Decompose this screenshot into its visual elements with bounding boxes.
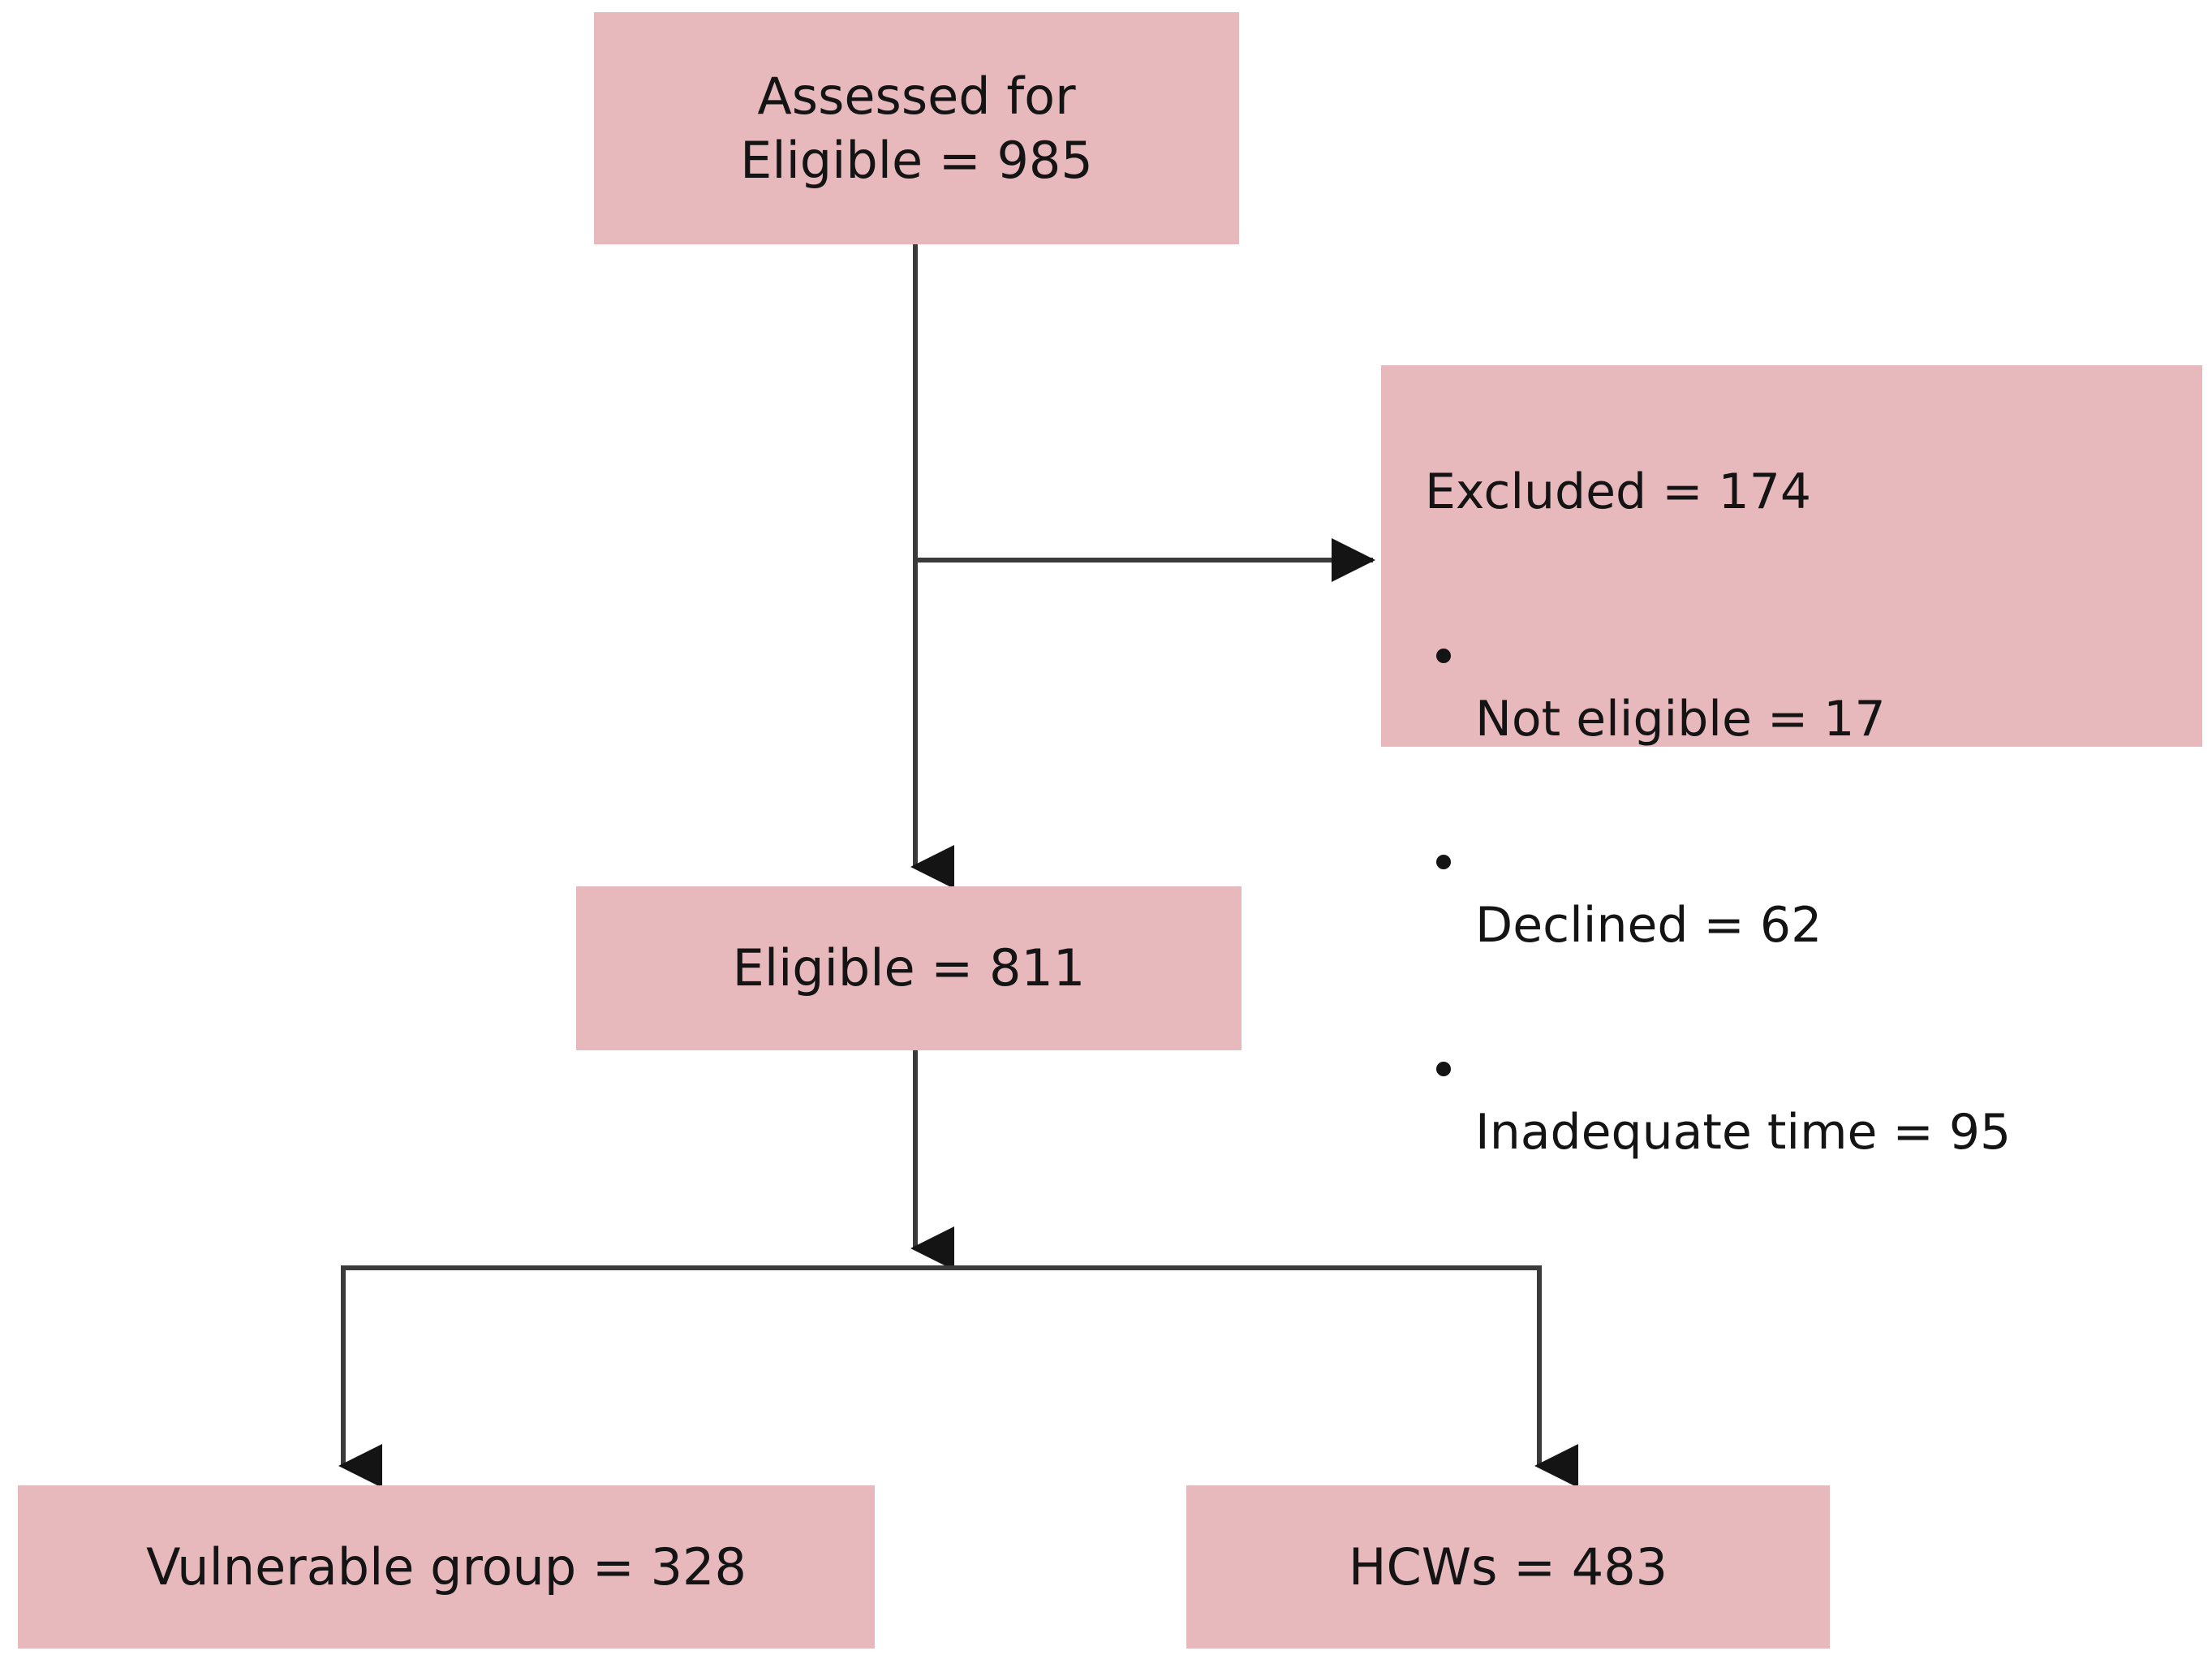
excluded-reason-item: Declined = 62 (1425, 767, 2196, 957)
bullet-icon (1436, 1061, 1451, 1076)
excluded-title: Excluded = 174 (1425, 463, 1812, 521)
bullet-icon (1436, 855, 1451, 870)
excluded-content: Excluded = 174 Not eligible = 17 Decline… (1425, 446, 2196, 1196)
node-excluded: Excluded = 174 Not eligible = 17 Decline… (1381, 365, 2202, 1161)
excluded-reason-label: Not eligible = 17 (1475, 690, 1886, 748)
excluded-reason-label: Declined = 62 (1475, 897, 1823, 955)
node-eligible: Eligible = 811 (576, 886, 1242, 1050)
bullet-icon (1436, 648, 1451, 663)
excluded-reason-item: Not eligible = 17 (1425, 561, 2196, 751)
node-assessed-for-eligible: Assessed for Eligible = 985 (594, 12, 1239, 244)
excluded-reason-item: Inadequate time = 95 (1425, 974, 2196, 1164)
excluded-reason-list: Not eligible = 17 Declined = 62 Inadequa… (1425, 544, 2196, 1180)
node-vulnerable-group: Vulnerable group = 328 (18, 1485, 875, 1649)
excluded-reason-label: Inadequate time = 95 (1475, 1103, 2012, 1161)
node-hcws: HCWs = 483 (1186, 1485, 1830, 1649)
